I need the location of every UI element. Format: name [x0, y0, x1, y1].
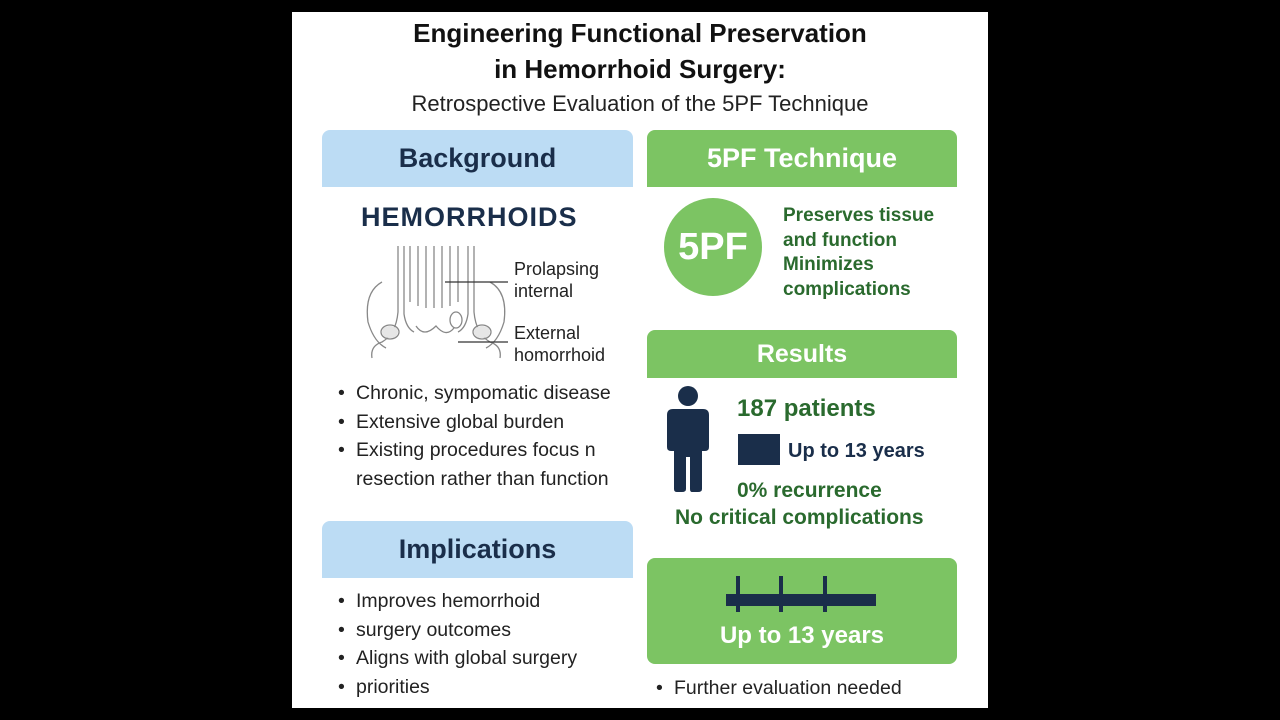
results-heading: Results [647, 330, 957, 378]
background-heading: Background [322, 130, 633, 187]
complications-text: No critical complications [675, 506, 924, 529]
5pf-badge: 5PF [664, 198, 762, 296]
bullet-item: Chronic, sympomatic disease [334, 379, 611, 408]
infographic: Engineering Functional Preservation in H… [292, 12, 988, 708]
followup-marker [738, 434, 780, 465]
bullet-item: surgery outcomes [334, 616, 577, 645]
bullet-item: Aligns with global surgery [334, 644, 577, 673]
timeline-icon [726, 576, 876, 612]
implications-bullets: Improves hemorrhoid surgery outcomes Ali… [334, 587, 577, 701]
patients-count: 187 patients [737, 395, 876, 422]
technique-points: Preserves tissue and function Minimizes … [783, 205, 935, 300]
bullet-item: resection rather than function [356, 467, 609, 490]
hemorrhoids-title: HEMORRHOIDS [361, 202, 578, 232]
timeline-notes: Further evaluation needed [652, 674, 902, 703]
person-icon [667, 386, 709, 492]
bullet-item: priorities [334, 673, 577, 702]
recurrence-text: 0% recurrence [737, 479, 882, 502]
title-line-2: in Hemorrhoid Surgery: [494, 54, 786, 84]
implications-heading: Implications [322, 521, 633, 578]
hemorrhoid-anatomy-illustration [366, 246, 508, 359]
followup-text: Up to 13 years [788, 440, 925, 462]
timeline-box [647, 558, 957, 664]
bullet-item: Further evaluation needed [652, 674, 902, 703]
bullet-item: Existing procedures focus n [334, 436, 611, 465]
bullet-item: Extensive global burden [334, 408, 611, 437]
timeline-label: Up to 13 years [719, 622, 885, 649]
bullet-item: Improves hemorrhoid [334, 587, 577, 616]
technique-heading: 5PF Technique [647, 130, 957, 187]
label-external-hemorrhoid: External homorrhoid [514, 323, 606, 365]
subtitle: Retrospective Evaluation of the 5PF Tech… [411, 91, 869, 116]
title-line-1: Engineering Functional Preservation [413, 18, 867, 48]
background-bullets: Chronic, sympomatic disease Extensive gl… [334, 379, 611, 493]
label-prolapsing-internal: Prolapsing internal [514, 259, 600, 301]
